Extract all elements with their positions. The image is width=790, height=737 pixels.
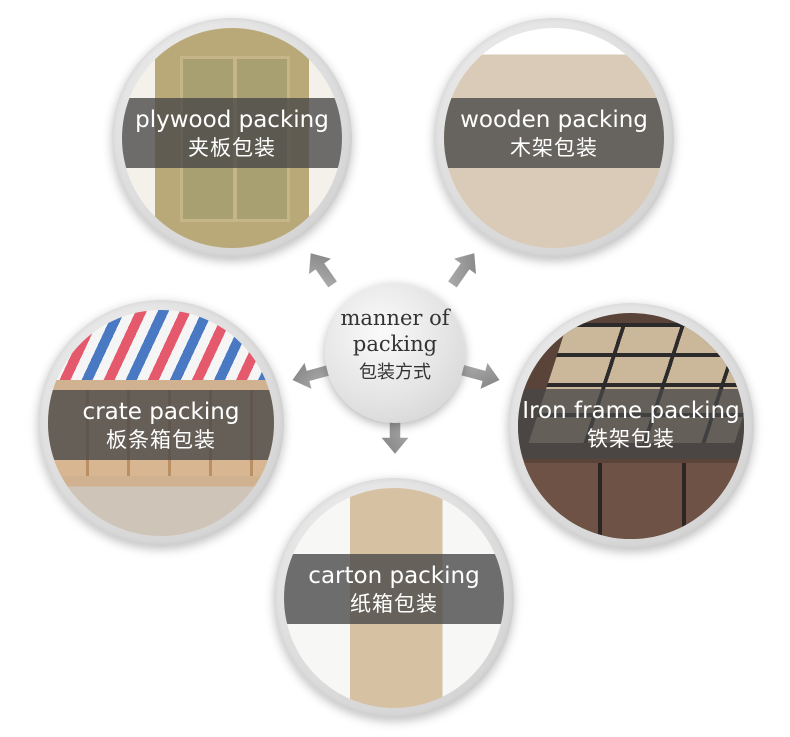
- plywood-label-band: plywood packing 夹板包装: [122, 98, 342, 168]
- carton-photo: carton packing 纸箱包装: [284, 488, 504, 708]
- crate-photo: crate packing 板条箱包装: [48, 310, 274, 536]
- arrow-to-wooden-icon: [446, 251, 478, 290]
- carton-label-en: carton packing: [308, 563, 480, 589]
- plywood-label-zh: 夹板包装: [188, 136, 276, 160]
- iron-label-zh: 铁架包装: [587, 427, 675, 451]
- center-label-line3: 包装方式: [359, 362, 431, 383]
- center-node: manner of packing 包装方式: [325, 283, 465, 423]
- center-label-line1: manner of: [340, 306, 450, 330]
- iron-label-band: Iron frame packing 铁架包装: [518, 389, 744, 459]
- wooden-photo: wooden packing 木架包装: [444, 28, 664, 248]
- iron-frame-front: [518, 463, 744, 539]
- wooden-label-band: wooden packing 木架包装: [444, 98, 664, 168]
- crate-label-en: crate packing: [82, 399, 240, 425]
- iron-label-en: Iron frame packing: [522, 398, 740, 424]
- wooden-label-zh: 木架包装: [510, 136, 598, 160]
- plywood-label-en: plywood packing: [135, 107, 329, 133]
- crate-tarp: [48, 310, 274, 380]
- node-crate: crate packing 板条箱包装: [38, 300, 284, 546]
- center-label-line2: packing: [352, 332, 438, 356]
- crate-label-band: crate packing 板条箱包装: [48, 390, 274, 460]
- node-iron: Iron frame packing 铁架包装: [508, 303, 754, 549]
- arrow-to-plywood-icon: [307, 251, 339, 290]
- node-carton: carton packing 纸箱包装: [274, 478, 514, 718]
- arrow-to-crate-icon: [290, 359, 333, 392]
- node-plywood: plywood packing 夹板包装: [112, 18, 352, 258]
- carton-label-zh: 纸箱包装: [350, 592, 438, 616]
- iron-photo: Iron frame packing 铁架包装: [518, 313, 744, 539]
- node-wooden: wooden packing 木架包装: [434, 18, 674, 258]
- wooden-label-en: wooden packing: [460, 107, 648, 133]
- crate-label-zh: 板条箱包装: [106, 428, 216, 452]
- plywood-photo: plywood packing 夹板包装: [122, 28, 342, 248]
- arrow-to-iron-icon: [459, 359, 502, 392]
- center-label: manner of packing 包装方式: [325, 305, 465, 387]
- carton-label-band: carton packing 纸箱包装: [284, 554, 504, 624]
